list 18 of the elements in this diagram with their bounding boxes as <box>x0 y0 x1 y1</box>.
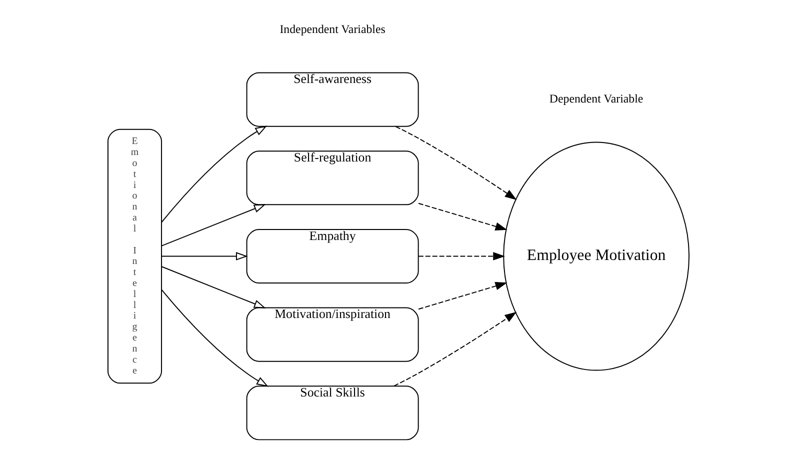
arrow <box>418 252 506 260</box>
node-box: Motivation/inspiration <box>246 307 419 362</box>
node-box: Self-regulation <box>246 150 419 206</box>
node-box: Self-awareness <box>246 72 419 127</box>
arrow <box>393 312 517 387</box>
node-box: Empathy <box>246 228 419 284</box>
arrow <box>395 126 517 200</box>
label: Dependent Variable <box>549 92 644 106</box>
arrow <box>418 282 508 310</box>
label: Independent Variables <box>280 22 386 36</box>
arrow <box>161 204 266 246</box>
arrow <box>161 289 268 387</box>
node-box: Social Skills <box>246 386 419 440</box>
arrow <box>418 202 508 230</box>
arrow <box>161 252 248 260</box>
node-box: Emotional Intelligence <box>107 128 162 384</box>
arrow <box>161 126 268 223</box>
arrow <box>161 266 266 308</box>
